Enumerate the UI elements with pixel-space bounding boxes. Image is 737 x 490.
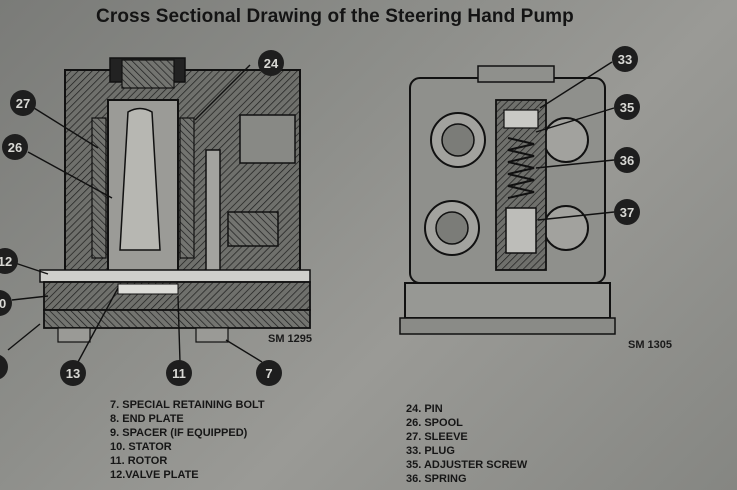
legend-item: 11. ROTOR xyxy=(110,455,168,467)
callout-37: 37 xyxy=(614,199,640,225)
legend-left: 7. SPECIAL RETAINING BOLT 8. END PLATE 9… xyxy=(110,398,265,482)
legend-item: 27. SLEEVE xyxy=(406,431,468,443)
callout-7: 7 xyxy=(256,360,282,386)
callout-24: 24 xyxy=(258,50,284,76)
legend-item: 7. SPECIAL RETAINING BOLT xyxy=(110,399,265,411)
right-valve-section xyxy=(399,61,616,335)
legend-item: 8. END PLATE xyxy=(110,413,184,425)
callout-13: 13 xyxy=(60,360,86,386)
legend-right: 24. PIN 26. SPOOL 27. SLEEVE 33. PLUG 35… xyxy=(406,402,527,486)
callout-36: 36 xyxy=(614,147,640,173)
callout-35: 35 xyxy=(614,94,640,120)
legend-item: 33. PLUG xyxy=(406,445,455,457)
legend-item: 12.VALVE PLATE xyxy=(110,469,199,481)
legend-item: 24. PIN xyxy=(406,403,443,415)
legend-item: 35. ADJUSTER SCREW xyxy=(406,459,528,471)
callout-12: 12 xyxy=(0,248,18,274)
callout-11: 11 xyxy=(166,360,192,386)
page-title: Cross Sectional Drawing of the Steering … xyxy=(96,6,574,27)
legend-item: 36. SPRING xyxy=(406,473,467,485)
left-pump-section xyxy=(7,57,311,363)
callout-9: 9 xyxy=(0,354,8,380)
figure-code-left: SM 1295 xyxy=(268,333,313,345)
legend-item: 9. SPACER (IF EQUIPPED) xyxy=(110,427,248,439)
legend-item: 10. STATOR xyxy=(110,441,172,453)
callout-26: 26 xyxy=(2,134,28,160)
callout-27: 27 xyxy=(10,90,36,116)
legend-item: 26. SPOOL xyxy=(406,417,463,429)
callout-10: 10 xyxy=(0,290,12,316)
figure-code-right: SM 1305 xyxy=(628,339,673,351)
callout-33: 33 xyxy=(612,46,638,72)
